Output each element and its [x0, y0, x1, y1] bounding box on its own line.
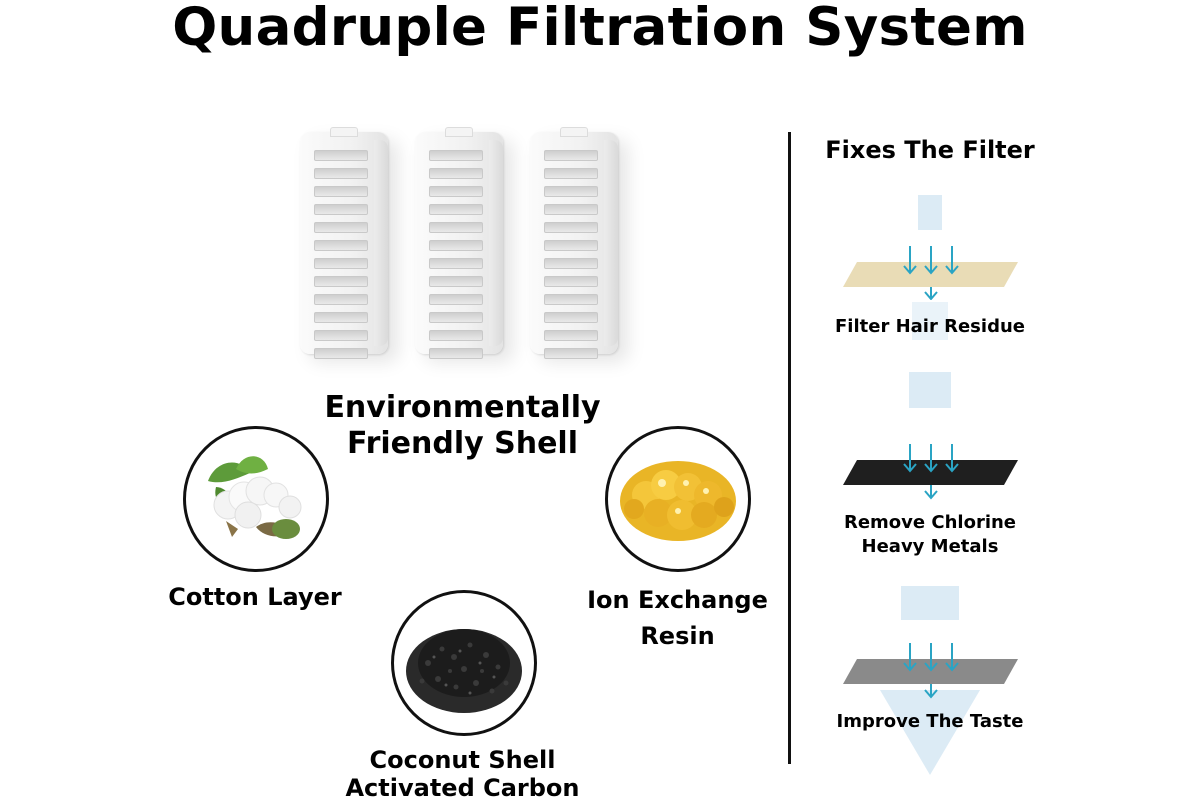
- cartridge-side: [604, 140, 618, 346]
- stage-2-label: Remove Chlorine Heavy Metals: [820, 511, 1040, 559]
- resin-icon: [620, 461, 736, 541]
- resin-image: [605, 426, 751, 572]
- cartridge-slot: [544, 330, 598, 341]
- stage-2-label-line-2: Heavy Metals: [861, 536, 999, 557]
- cartridge-slot: [544, 312, 598, 323]
- cartridge-slot: [314, 276, 368, 287]
- cartridge-slots: [314, 150, 368, 366]
- cartridge-slot: [544, 276, 598, 287]
- stage-3-label: Improve The Taste: [820, 710, 1040, 734]
- resin-label-line-2: Resin: [640, 622, 715, 650]
- cartridge-slots: [429, 150, 483, 366]
- cartridge-slot: [429, 204, 483, 215]
- carbon-label: Coconut Shell Activated Carbon: [330, 746, 595, 802]
- cartridge-slot: [429, 186, 483, 197]
- cartridge-slot: [314, 186, 368, 197]
- cartridge-slot: [544, 258, 598, 269]
- water-block-3: [901, 586, 959, 620]
- cartridge-tab: [445, 127, 473, 137]
- cartridge-slot: [314, 348, 368, 359]
- cartridge-slots: [544, 150, 598, 366]
- cartridge-slot: [429, 240, 483, 251]
- cartridge-slot: [429, 168, 483, 179]
- carbon-label-line-1: Coconut Shell: [369, 746, 556, 774]
- cartridge-slot: [314, 222, 368, 233]
- page-title: Quadruple Filtration System: [172, 0, 1028, 58]
- cartridge-side: [374, 140, 388, 346]
- shell-label-line-2: Friendly Shell: [347, 426, 578, 461]
- filter-cartridge-2: [415, 127, 503, 359]
- water-block-1: [918, 195, 942, 230]
- cartridge-slot: [314, 168, 368, 179]
- cartridge-slot: [429, 312, 483, 323]
- vertical-divider: [788, 132, 791, 764]
- funnel-shape: [880, 690, 980, 775]
- cartridge-tab: [560, 127, 588, 137]
- panel-title: Fixes The Filter: [825, 136, 1035, 164]
- cartridge-slot: [544, 150, 598, 161]
- cartridge-slot: [544, 168, 598, 179]
- carbon-icon: [406, 629, 522, 713]
- shell-label: Environmentally Friendly Shell: [300, 390, 625, 462]
- stage-3-label-line-1: Improve The Taste: [836, 711, 1024, 732]
- cotton-label: Cotton Layer: [168, 583, 342, 611]
- cartridge-slot: [544, 204, 598, 215]
- shell-label-line-1: Environmentally: [324, 390, 601, 425]
- cartridge-slot: [314, 150, 368, 161]
- cartridge-slot: [544, 294, 598, 305]
- filter-layer-3: [843, 643, 1018, 699]
- water-block-2: [909, 372, 951, 408]
- water-block-4: [912, 302, 948, 340]
- cartridge-slot: [429, 222, 483, 233]
- cartridge-slot: [544, 348, 598, 359]
- cotton-icon: [208, 456, 302, 539]
- stage-2-label-line-1: Remove Chlorine: [843, 512, 1017, 533]
- resin-label-line-1: Ion Exchange: [587, 586, 768, 614]
- filter-layer-1: [843, 246, 1018, 300]
- cartridge-slot: [314, 312, 368, 323]
- cartridge-slot: [314, 204, 368, 215]
- cartridge-slot: [429, 294, 483, 305]
- carbon-label-line-2: Activated Carbon: [345, 774, 580, 802]
- cartridge-side: [489, 140, 503, 346]
- cartridge-slot: [314, 330, 368, 341]
- cartridge-slot: [429, 150, 483, 161]
- stage-1-label-line-1: Filter Hair Residue: [835, 316, 1025, 337]
- cartridge-slot: [544, 240, 598, 251]
- cartridge-slot: [314, 294, 368, 305]
- stage-1-label: Filter Hair Residue: [820, 315, 1040, 339]
- cartridge-slot: [544, 186, 598, 197]
- cartridge-slot: [429, 276, 483, 287]
- cartridge-slot: [314, 258, 368, 269]
- carbon-image: [391, 590, 537, 736]
- cartridge-tab: [330, 127, 358, 137]
- cotton-image: [183, 426, 329, 572]
- cartridge-slot: [429, 258, 483, 269]
- cartridge-slot: [429, 348, 483, 359]
- filter-cartridge-3: [530, 127, 618, 359]
- filter-layer-2: [843, 444, 1018, 500]
- resin-label: Ion Exchange Resin: [565, 582, 790, 654]
- cartridge-slot: [314, 240, 368, 251]
- cartridge-slot: [544, 222, 598, 233]
- filter-cartridge-1: [300, 127, 388, 359]
- cartridge-slot: [429, 330, 483, 341]
